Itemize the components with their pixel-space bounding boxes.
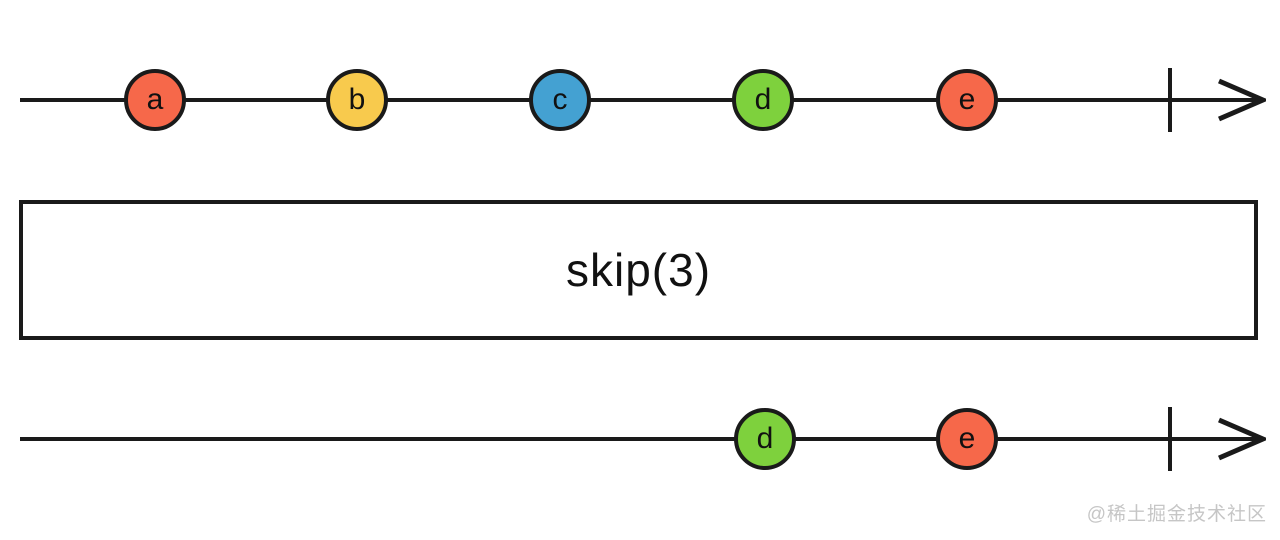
source-arrow-icon (1218, 78, 1266, 122)
source-timeline-line (20, 98, 1260, 102)
result-timeline-line (20, 437, 1260, 441)
watermark: @稀土掘金技术社区 (1086, 504, 1267, 525)
operator-label: skip(3) (565, 244, 712, 296)
marble-c: c (529, 69, 591, 131)
source-complete-bar (1168, 68, 1172, 132)
result-complete-bar (1168, 407, 1172, 471)
result-arrow-icon (1218, 417, 1266, 461)
marble-b: b (326, 69, 388, 131)
marble-d: d (732, 69, 794, 131)
marble-e: e (936, 69, 998, 131)
marble-d: d (734, 408, 796, 470)
operator-box: skip(3) (19, 200, 1258, 340)
marble-a: a (124, 69, 186, 131)
marble-e: e (936, 408, 998, 470)
